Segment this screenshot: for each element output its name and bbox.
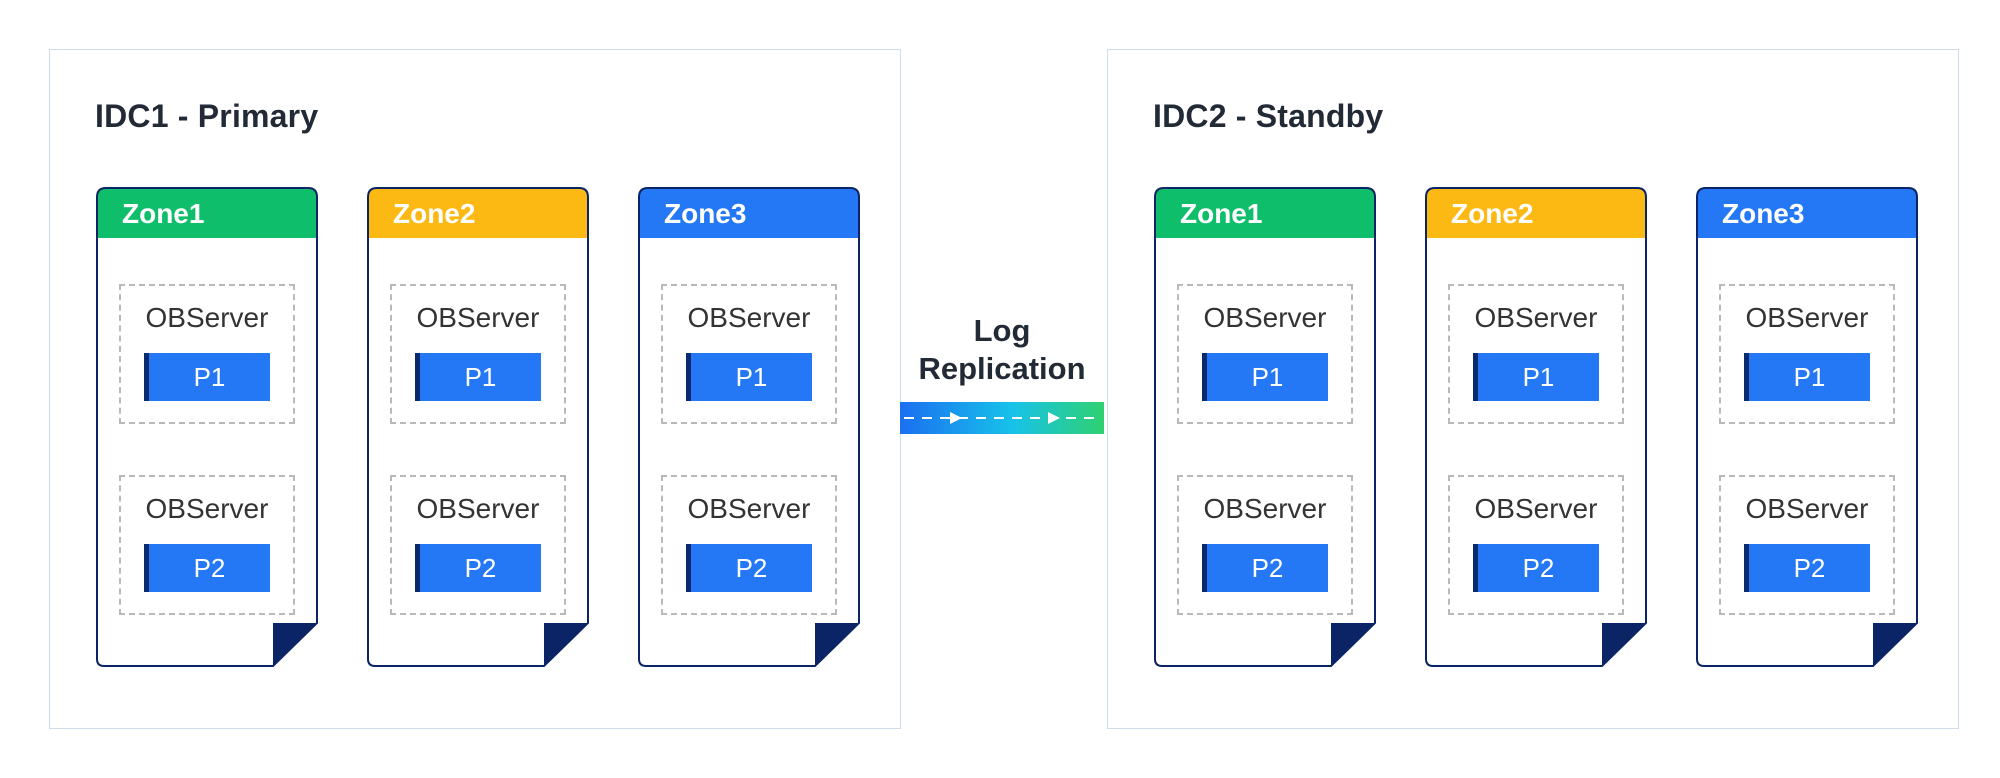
observer-label: OBServer bbox=[1203, 302, 1327, 333]
zone-card-shape bbox=[638, 187, 860, 667]
observer-node: OBServer P2 bbox=[1177, 475, 1353, 615]
partition-p2: P2 bbox=[415, 544, 541, 592]
partition-p1: P1 bbox=[415, 353, 541, 401]
partition-p2: P2 bbox=[1744, 544, 1870, 592]
observer-label: OBServer bbox=[1474, 493, 1598, 524]
zone-card-shape bbox=[96, 187, 318, 667]
observer-label: OBServer bbox=[1745, 302, 1869, 333]
zone-card-shape bbox=[367, 187, 589, 667]
zone-card-shape bbox=[1425, 187, 1647, 667]
observer-node: OBServer P1 bbox=[1177, 284, 1353, 424]
zone-card-shape bbox=[1154, 187, 1376, 667]
partition-p2: P2 bbox=[1202, 544, 1328, 592]
zone-card-zone2: Zone2 OBServer P1 OBServer P2 bbox=[1425, 187, 1647, 667]
observer-node: OBServer P1 bbox=[390, 284, 566, 424]
observer-node: OBServer P1 bbox=[661, 284, 837, 424]
observer-node: OBServer P1 bbox=[1719, 284, 1895, 424]
idc-title: IDC1 - Primary bbox=[95, 98, 319, 134]
idc-panel-standby: IDC2 - Standby Zone1 OBServer P1 OBServe… bbox=[1107, 49, 1959, 729]
observer-label: OBServer bbox=[687, 302, 811, 333]
observer-label: OBServer bbox=[1203, 493, 1327, 524]
observer-label: OBServer bbox=[416, 493, 540, 524]
zone-card-zone1: Zone1 OBServer P1 OBServer P2 bbox=[96, 187, 318, 667]
zone-label: Zone2 bbox=[1451, 198, 1534, 229]
observer-label: OBServer bbox=[687, 493, 811, 524]
zone-card-shape bbox=[1696, 187, 1918, 667]
partition-p1: P1 bbox=[144, 353, 270, 401]
observer-label: OBServer bbox=[1745, 493, 1869, 524]
partition-p1: P1 bbox=[686, 353, 812, 401]
partition-p1: P1 bbox=[1202, 353, 1328, 401]
idc-title: IDC2 - Standby bbox=[1153, 98, 1384, 134]
idc-panel-primary: IDC1 - Primary Zone1 OBServer P1 OBServe… bbox=[49, 49, 901, 729]
zone-label: Zone1 bbox=[122, 198, 205, 229]
observer-node: OBServer P2 bbox=[1719, 475, 1895, 615]
partition-p1: P1 bbox=[1744, 353, 1870, 401]
replication-arrow-icon bbox=[900, 402, 1104, 434]
observer-label: OBServer bbox=[145, 302, 269, 333]
observer-label: OBServer bbox=[145, 493, 269, 524]
observer-label: OBServer bbox=[416, 302, 540, 333]
observer-node: OBServer P2 bbox=[1448, 475, 1624, 615]
zone-card-zone3: Zone3 OBServer P1 OBServer P2 bbox=[638, 187, 860, 667]
observer-node: OBServer P2 bbox=[390, 475, 566, 615]
zone-card-zone1: Zone1 OBServer P1 OBServer P2 bbox=[1154, 187, 1376, 667]
zone-card-zone3: Zone3 OBServer P1 OBServer P2 bbox=[1696, 187, 1918, 667]
zone-card-zone2: Zone2 OBServer P1 OBServer P2 bbox=[367, 187, 589, 667]
partition-p1: P1 bbox=[1473, 353, 1599, 401]
observer-node: OBServer P1 bbox=[119, 284, 295, 424]
zone-label: Zone3 bbox=[1722, 198, 1805, 229]
observer-node: OBServer P2 bbox=[119, 475, 295, 615]
observer-node: OBServer P2 bbox=[661, 475, 837, 615]
partition-p2: P2 bbox=[144, 544, 270, 592]
partition-p2: P2 bbox=[686, 544, 812, 592]
log-replication-label: Log Replication bbox=[918, 313, 1086, 386]
zone-label: Zone2 bbox=[393, 198, 476, 229]
observer-node: OBServer P1 bbox=[1448, 284, 1624, 424]
zone-label: Zone1 bbox=[1180, 198, 1263, 229]
zone-label: Zone3 bbox=[664, 198, 747, 229]
partition-p2: P2 bbox=[1473, 544, 1599, 592]
observer-label: OBServer bbox=[1474, 302, 1598, 333]
